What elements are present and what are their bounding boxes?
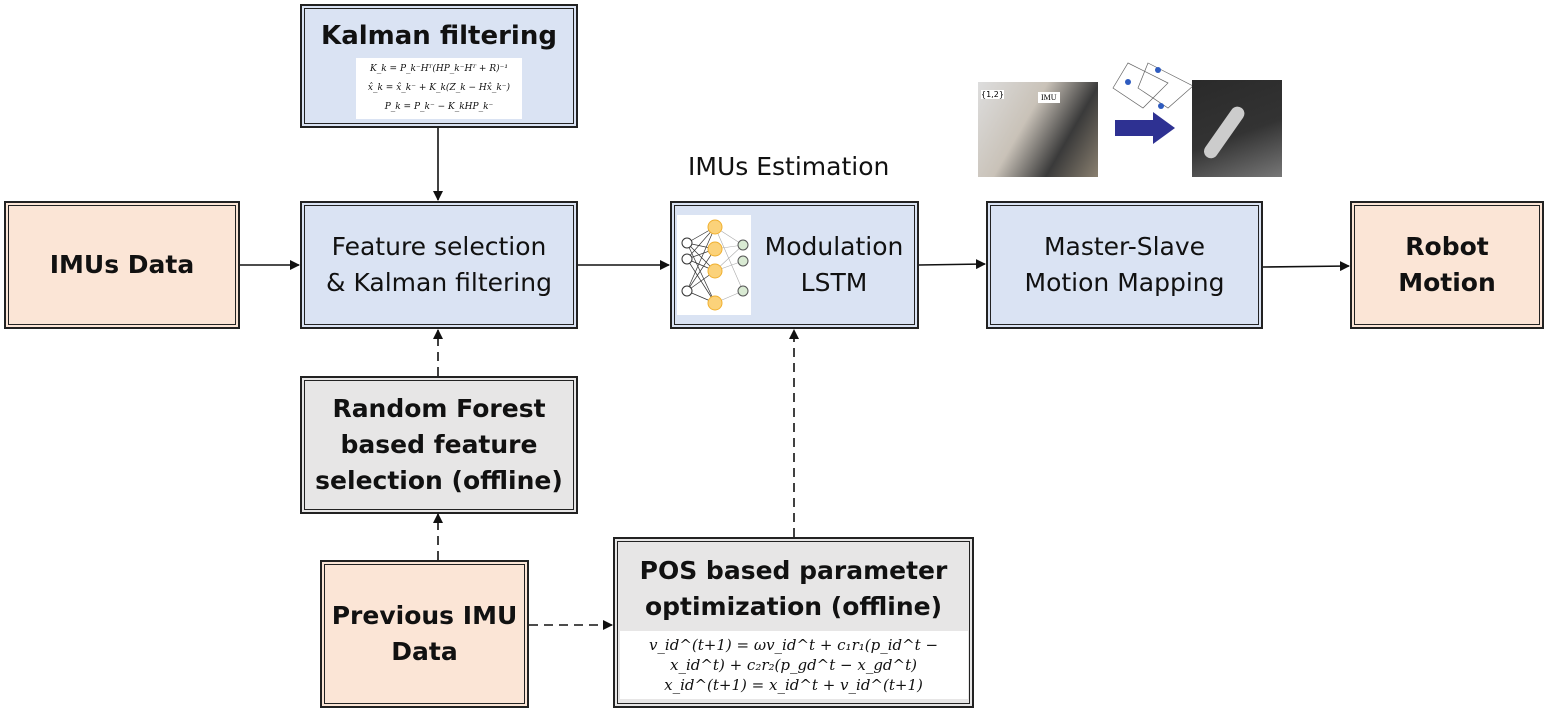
feature-line-2: & Kalman filtering — [326, 268, 552, 297]
rf-line-1: Random Forest — [332, 394, 546, 423]
pos-eq-1: v_id^(t+1) = ωv_id^t + c₁r₁(p_id^t − x_i… — [648, 636, 939, 674]
kalman-title: Kalman filtering — [321, 21, 557, 51]
feature-selection-box: Feature selection & Kalman filtering — [300, 201, 578, 329]
motion-mapping-box: Master-Slave Motion Mapping — [986, 201, 1263, 329]
imu-tag: IMU — [1038, 92, 1060, 103]
pos-optimization-box: POS based parameter optimization (offlin… — [613, 537, 974, 708]
pos-line-2: optimization (offline) — [644, 592, 943, 621]
robot-motion-box: Robot Motion — [1350, 201, 1544, 329]
arrow-lstm-to-mapping — [918, 259, 986, 270]
lstm-text: Modulation LSTM — [751, 229, 917, 301]
pos-eq-2: x_id^(t+1) = x_id^t + v_id^(t+1) — [664, 676, 923, 694]
feature-line-1: Feature selection — [331, 232, 547, 261]
rf-line-3: selection (offline) — [315, 466, 563, 495]
robot-arm-photo — [1192, 80, 1282, 177]
random-forest-box: Random Forest based feature selection (o… — [300, 376, 578, 514]
kalman-eq-3: P_k = P_k⁻ − K_kHP_k⁻ — [384, 102, 494, 112]
kalman-eq-1: K_k = P_k⁻Hᵀ(HP_k⁻Hᵀ + R)⁻¹ — [370, 64, 508, 74]
prev-line-2: Data — [391, 637, 458, 666]
lstm-line-1: Modulation — [764, 232, 904, 261]
rf-line-2: based feature — [340, 430, 538, 459]
lstm-line-2: LSTM — [800, 268, 868, 297]
right-arrow-icon — [1115, 112, 1175, 144]
kalman-eq-2: x̂_k = x̂_k⁻ + K_k(Z_k − Hx̂_k⁻) — [367, 83, 511, 93]
kinematic-diagram — [1112, 62, 1194, 109]
imus-estimation-label: IMUs Estimation — [688, 152, 890, 181]
mapping-line-1: Master-Slave — [1043, 232, 1206, 261]
neural-network-icon — [677, 215, 751, 315]
pos-line-1: POS based parameter — [639, 556, 948, 585]
kalman-equations: K_k = P_k⁻Hᵀ(HP_k⁻Hᵀ + R)⁻¹ x̂_k = x̂_k⁻… — [355, 58, 523, 119]
robot-line-1: Robot — [1405, 232, 1489, 261]
human-arm-imu-photo: {1,2} IMU — [978, 82, 1098, 177]
pos-equations: v_id^(t+1) = ωv_id^t + c₁r₁(p_id^t − x_i… — [619, 631, 968, 699]
imus-data-label: IMUs Data — [49, 250, 195, 279]
arrow-mapping-to-robot — [1262, 261, 1350, 272]
kalman-filtering-box: Kalman filtering K_k = P_k⁻Hᵀ(HP_k⁻Hᵀ + … — [300, 4, 578, 128]
lstm-box: Modulation LSTM — [670, 201, 919, 329]
previous-imu-box: Previous IMU Data — [320, 560, 529, 708]
prev-line-1: Previous IMU — [331, 601, 518, 630]
frame-tag: {1,2} — [981, 90, 1004, 99]
imus-data-box: IMUs Data — [4, 201, 240, 329]
robot-line-2: Motion — [1398, 268, 1496, 297]
mapping-line-2: Motion Mapping — [1024, 268, 1225, 297]
